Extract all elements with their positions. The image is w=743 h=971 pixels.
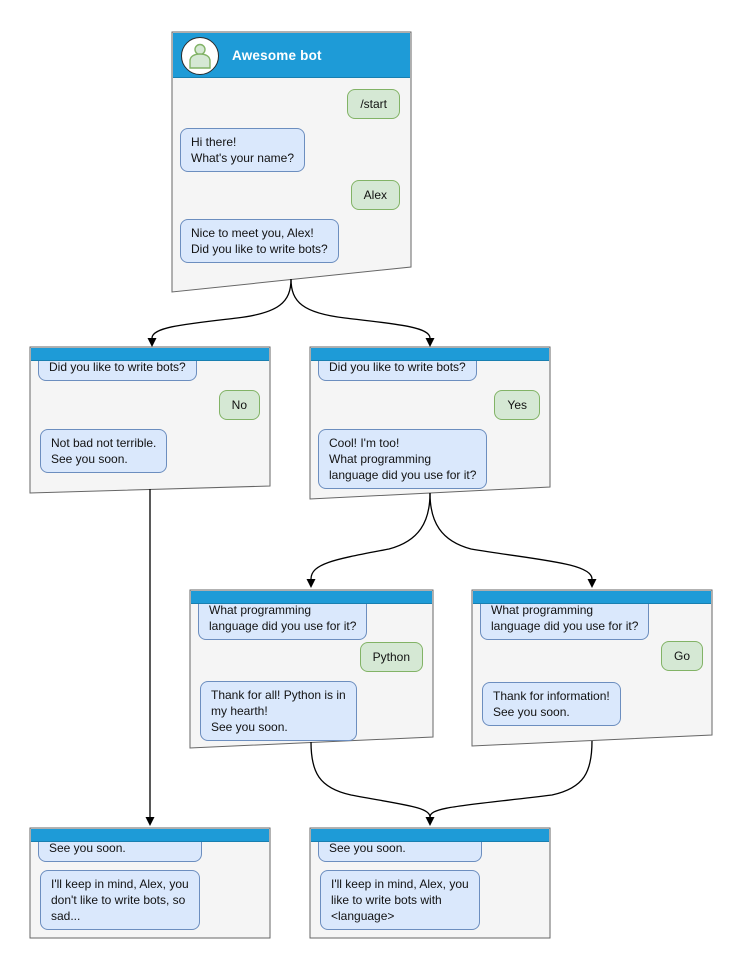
bot-message-bubble: Thank for information! See you soon. [482, 682, 621, 726]
arrowhead [145, 817, 155, 826]
avatar [181, 36, 219, 75]
bot-message-bubble: Nice to meet you, Alex! Did you like to … [180, 219, 339, 263]
arrow-yes-to-go [429, 492, 593, 580]
user-message-bubble: Alex [350, 180, 400, 210]
arrow-python-to-end [310, 741, 431, 818]
bot-message-bubble: Cool! I'm too! What programming language… [318, 429, 488, 489]
arrow-yes-to-python [310, 492, 431, 580]
window-titlebar [473, 591, 711, 604]
chat-window-go-branch: What programming language did you use fo… [472, 590, 712, 746]
person-icon [189, 43, 211, 69]
bot-message-bubble: Not bad not terrible. See you soon. [40, 429, 168, 473]
window-titlebar [311, 829, 549, 842]
arrow-go-to-end [429, 740, 593, 818]
chat-window-main: Awesome bot /start Hi there! What's your… [172, 32, 411, 292]
chat-window-end-yes: See you soon. I'll keep in mind, Alex, y… [310, 828, 550, 938]
bot-message-bubble: Thank for all! Python is in my hearth! S… [200, 681, 357, 741]
arrowhead [306, 579, 316, 588]
main-window-titlebar: Awesome bot [173, 33, 410, 78]
arrowhead [425, 817, 435, 826]
user-message-bubble: Go [660, 641, 703, 671]
user-message-bubble: Yes [494, 390, 540, 420]
arrowhead [587, 579, 597, 588]
bot-message-bubble: I'll keep in mind, Alex, you don't like … [40, 870, 200, 930]
user-message-bubble: /start [347, 89, 400, 119]
chat-window-end-no: See you soon. I'll keep in mind, Alex, y… [30, 828, 270, 938]
user-message-bubble: Python [359, 642, 423, 672]
window-titlebar [191, 591, 432, 604]
window-titlebar [31, 829, 269, 842]
window-titlebar [31, 348, 269, 361]
chat-window-no-branch: Did you like to write bots? No Not bad n… [30, 347, 270, 493]
window-title: Awesome bot [232, 48, 322, 63]
bot-message-bubble: Hi there! What's your name? [180, 128, 306, 172]
arrowhead [147, 338, 157, 347]
chat-window-yes-branch: Did you like to write bots? Yes Cool! I'… [310, 347, 550, 499]
bot-message-bubble: I'll keep in mind, Alex, you like to wri… [320, 870, 480, 930]
chat-window-python-branch: What programming language did you use fo… [190, 590, 433, 748]
arrowhead [425, 338, 435, 347]
user-message-bubble: No [218, 390, 260, 420]
window-titlebar [311, 348, 549, 361]
